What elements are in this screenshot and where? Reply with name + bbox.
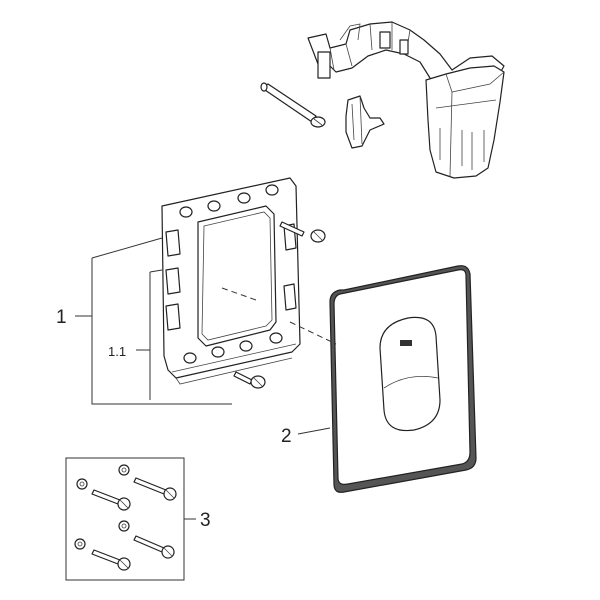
wood-screw-1: [91, 489, 131, 511]
screw-kit-box: [65, 457, 185, 581]
wall-plug-3: [74, 538, 86, 550]
callout-cover-plate: 2: [281, 426, 292, 447]
callout-frame-screws: 1.1: [108, 344, 126, 359]
callout-screw-kit: 3: [200, 510, 211, 531]
small-clip: [345, 95, 385, 149]
frame-screw-lower: [233, 371, 266, 389]
wood-screw-2: [133, 477, 177, 501]
wall-plug-1: [76, 478, 88, 490]
threaded-rod: [260, 82, 326, 128]
callout-frame-set: 1: [56, 307, 67, 328]
wood-screw-3: [91, 549, 131, 571]
cover-plate: [329, 265, 477, 493]
leader-lines: [75, 237, 337, 520]
brand-logo-icon: [400, 340, 412, 346]
wall-plug-2: [118, 464, 130, 476]
mounting-frame: [161, 177, 301, 385]
wood-screw-4: [133, 535, 175, 559]
wall-plug-4: [118, 520, 130, 532]
frame-screw-upper: [279, 221, 326, 243]
collector-cup: [425, 65, 505, 179]
